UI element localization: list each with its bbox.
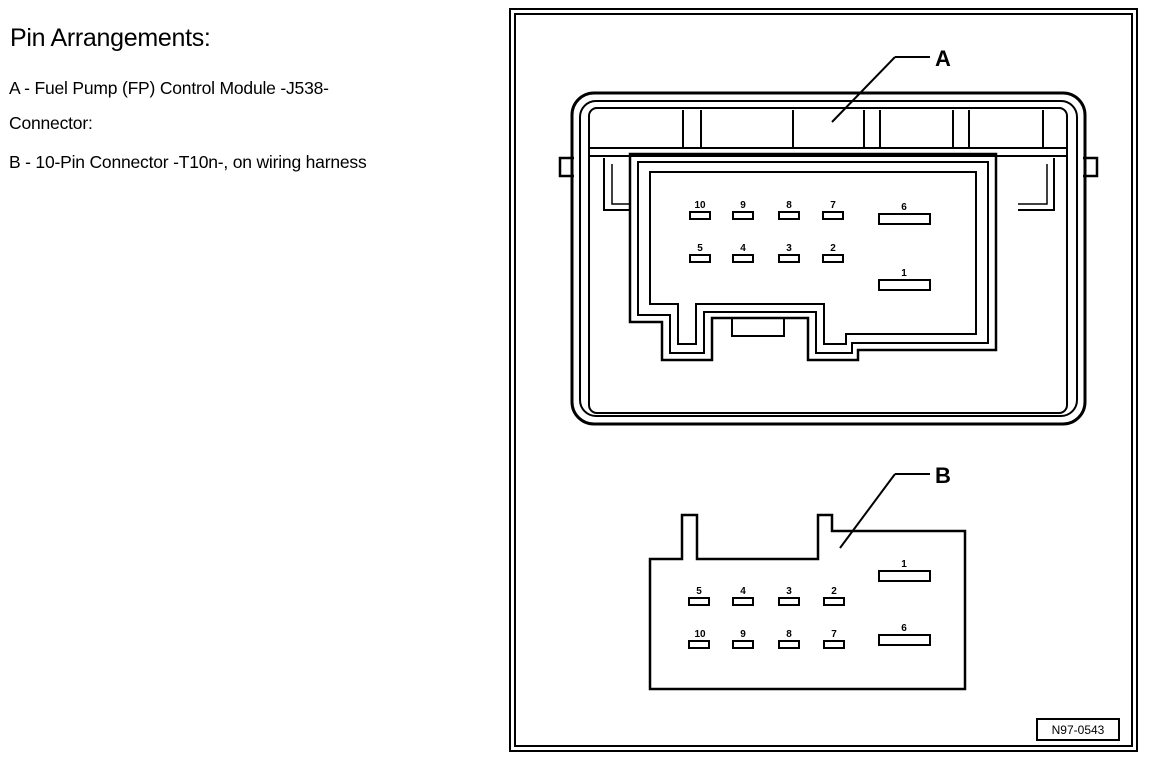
connector-b-pin-1 — [878, 570, 931, 582]
connector-b-housing — [648, 513, 967, 691]
connector-a-pin-label: 4 — [740, 243, 746, 254]
connector-b-pin-label: 8 — [786, 629, 792, 640]
connector-a-pin-labels: 10 9 8 7 6 5 4 3 2 1 — [694, 200, 907, 279]
connector-b-pin-4 — [732, 597, 754, 606]
connector-b-pin-6 — [878, 634, 931, 646]
connector-b-pin-label: 6 — [901, 623, 907, 634]
connector-a-pin-label: 1 — [901, 268, 907, 279]
connector-b-pin-5 — [688, 597, 710, 606]
connector-a-pin-5 — [689, 254, 711, 263]
diagram-frame — [509, 8, 1138, 752]
connector-a-pin-10 — [689, 211, 711, 220]
connector-a-pin-1 — [878, 279, 931, 291]
connector-a-pin-label: 2 — [830, 243, 836, 254]
connector-b-pin-9 — [732, 640, 754, 649]
legend-item-b: B - 10-Pin Connector -T10n-, on wiring h… — [9, 152, 367, 172]
connector-a-pin-2 — [822, 254, 844, 263]
connector-b-pin-label: 5 — [696, 586, 702, 597]
connector-b-pin-label: 3 — [786, 586, 792, 597]
connector-a-pin-8 — [778, 211, 800, 220]
connector-a-pin-label: 7 — [830, 200, 836, 211]
connector-b-pin-8 — [778, 640, 800, 649]
callout-b-label: B — [935, 463, 951, 488]
connector-b-pin-label: 1 — [901, 559, 907, 570]
connector-a-pin-6 — [878, 213, 931, 225]
connector-b-pin-label: 9 — [740, 629, 746, 640]
legend-item-a: A - Fuel Pump (FP) Control Module -J538- — [9, 78, 329, 98]
callout-a: A — [831, 46, 951, 123]
connector-a-pin-label: 6 — [901, 202, 907, 213]
reference-number: N97-0543 — [1036, 718, 1120, 741]
connector-a-pin-label: 10 — [694, 200, 706, 211]
diagram-frame-inner — [514, 13, 1133, 747]
connector-a-pin-label: 8 — [786, 200, 792, 211]
connector-a-pin-label: 9 — [740, 200, 746, 211]
callout-a-label: A — [935, 46, 951, 71]
connector-a-pin-label: 3 — [786, 243, 792, 254]
connector-b-pin-labels: 5 4 3 2 1 10 9 8 7 6 — [694, 559, 907, 640]
connector-b-pin-10 — [688, 640, 710, 649]
connector-a-pins — [689, 211, 931, 291]
connector-a-pin-label: 5 — [697, 243, 703, 254]
connector-b-pin-label: 4 — [740, 586, 746, 597]
connector-a-pin-9 — [732, 211, 754, 220]
connector-a-pin-3 — [778, 254, 800, 263]
legend-item-a-continued: Connector: — [9, 113, 93, 133]
reference-number-label: N97-0543 — [1052, 723, 1105, 737]
connector-b-pins — [688, 570, 931, 649]
connector-b-pin-7 — [823, 640, 845, 649]
connector-b-pin-3 — [778, 597, 800, 606]
connector-a-pin-7 — [822, 211, 844, 220]
connector-b-pin-label: 2 — [831, 586, 837, 597]
connector-a-housing — [558, 91, 1099, 426]
page-title: Pin Arrangements: — [10, 24, 211, 52]
connector-a-pin-4 — [732, 254, 754, 263]
connector-b-pin-label: 7 — [831, 629, 837, 640]
callout-b: B — [839, 463, 951, 549]
connector-b-pin-label: 10 — [694, 629, 706, 640]
connector-b-pin-2 — [823, 597, 845, 606]
